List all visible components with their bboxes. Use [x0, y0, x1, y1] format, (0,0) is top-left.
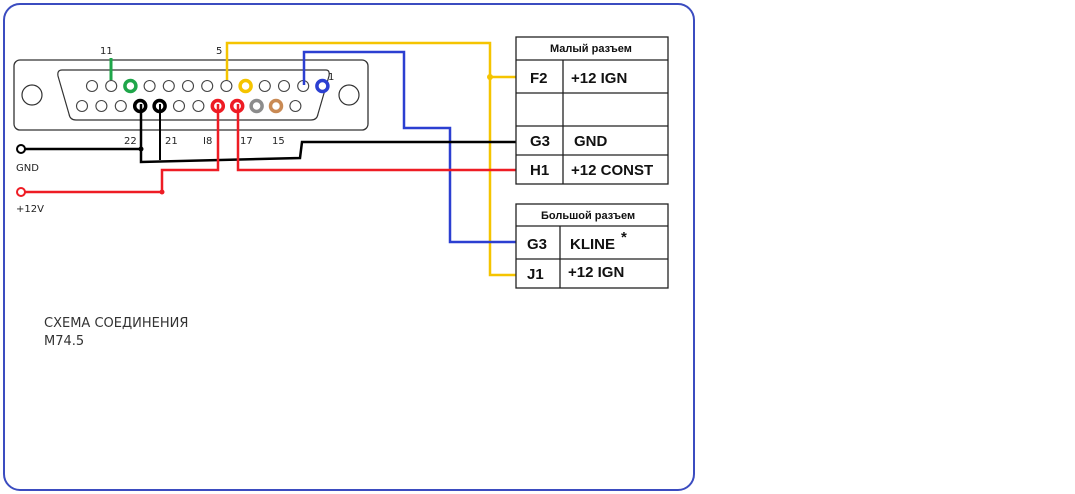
pin-label-1: 1 — [328, 72, 334, 83]
gnd-terminal — [16, 144, 26, 154]
small-row4-pin: H1 — [530, 162, 549, 179]
pin-14 — [289, 99, 302, 113]
wire-yellow — [225, 41, 516, 277]
connector-face — [57, 69, 330, 121]
pin-label-11: 11 — [100, 46, 113, 57]
pin-row-top — [85, 78, 330, 94]
v12-label: +12V — [16, 204, 44, 215]
pin-6 — [220, 79, 233, 93]
caption-title: СХЕМА СОЕДИНЕНИЯ — [44, 316, 188, 331]
gnd-label: GND — [16, 163, 39, 174]
pin-7 — [201, 79, 214, 93]
pin-label-18: I8 — [203, 136, 212, 147]
large-connector-title: Большой разъем — [541, 210, 635, 222]
pin-19 — [192, 99, 205, 113]
pin-1 — [315, 78, 330, 94]
pin-11 — [123, 78, 138, 94]
pin-12 — [105, 79, 118, 93]
pin-label-17: 17 — [240, 136, 253, 147]
large-row1-mark: * — [621, 229, 627, 246]
pin-5 — [238, 78, 253, 94]
small-row3-signal: GND — [574, 133, 608, 150]
small-connector-title: Малый разъем — [550, 43, 632, 55]
pin-8 — [181, 79, 195, 93]
caption-model: М74.5 — [44, 334, 84, 349]
pin-label-15: 15 — [272, 136, 285, 147]
small-row3-pin: G3 — [530, 133, 550, 150]
pin-3 — [277, 79, 291, 93]
pin-15 — [268, 98, 284, 114]
large-row1-signal: KLINE — [570, 236, 615, 253]
large-row2-pin: J1 — [527, 266, 544, 283]
mount-hole-right — [338, 84, 360, 106]
pin-23 — [114, 99, 127, 113]
pin-label-5: 5 — [216, 46, 222, 57]
small-row1-pin: F2 — [530, 70, 548, 87]
pin-label-22: 22 — [124, 136, 137, 147]
large-row1-pin: G3 — [527, 236, 547, 253]
wire-black — [24, 104, 516, 164]
pin-4 — [258, 79, 271, 93]
mount-hole-left — [21, 84, 43, 106]
wire-blue — [302, 50, 516, 244]
pin-10 — [143, 79, 156, 93]
small-row1-signal: +12 IGN — [571, 70, 627, 87]
v12-terminal — [16, 187, 26, 197]
wire-red — [24, 104, 516, 195]
large-row2-signal: +12 IGN — [568, 264, 624, 281]
pin-16 — [249, 98, 264, 114]
small-row4-signal: +12 CONST — [571, 162, 653, 179]
pin-25 — [75, 99, 89, 113]
pin-24 — [95, 99, 108, 113]
large-connector-table: Большой разъем G3 KLINE * J1 +12 IGN — [515, 203, 669, 289]
pin-13 — [85, 79, 99, 93]
diagram-frame — [3, 3, 695, 491]
pin-label-21: 21 — [165, 136, 178, 147]
small-connector-table: Малый разъем F2 +12 IGN G3 GND H1 +12 CO… — [515, 36, 669, 185]
pin-9 — [162, 79, 175, 93]
pin-20 — [172, 99, 186, 113]
db25-connector — [13, 59, 369, 131]
